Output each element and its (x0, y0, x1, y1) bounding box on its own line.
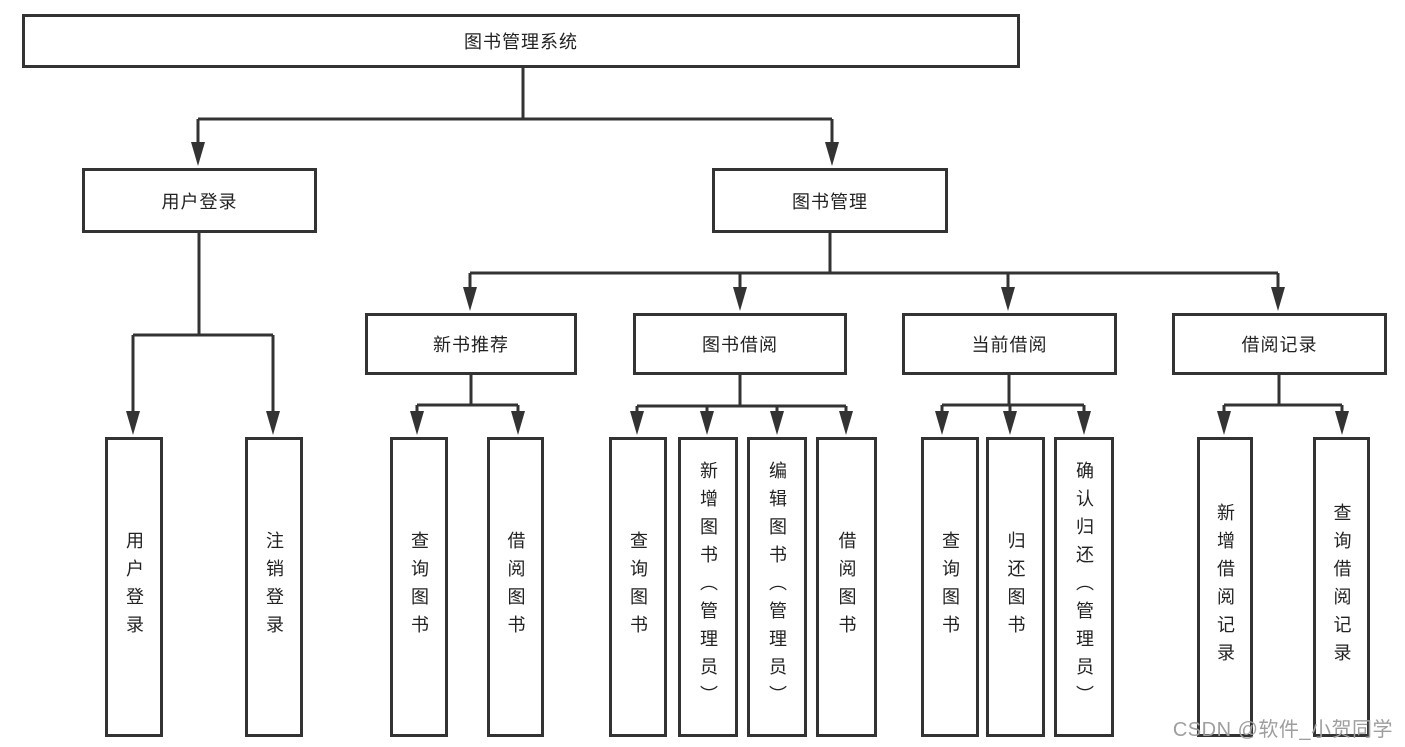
arrowhead (266, 411, 280, 435)
leaf-label: 注销登录 (264, 531, 284, 643)
leaf-add-borrow-record: 新增借阅记录 (1197, 437, 1253, 737)
arrowhead (1077, 411, 1091, 435)
arrowhead (700, 411, 714, 435)
leaf-label: 用户登录 (124, 531, 144, 643)
node-book-management: 图书管理 (712, 168, 948, 233)
arrowhead (463, 287, 477, 311)
arrowhead (1335, 411, 1349, 435)
node-user-login: 用户登录 (82, 168, 317, 233)
node-borrow-records: 借阅记录 (1172, 313, 1387, 375)
arrowhead (1001, 287, 1015, 311)
node-new-book-recommend: 新书推荐 (365, 313, 577, 375)
leaf-query-books-recommend: 查询图书 (390, 437, 448, 737)
leaf-logout-login: 注销登录 (245, 437, 303, 737)
leaf-label: 借阅图书 (505, 531, 526, 643)
arrowhead (191, 142, 205, 166)
arrowhead (839, 411, 853, 435)
leaf-label: 新增图书（管理员） (698, 461, 718, 713)
leaf-label: 查询图书 (940, 531, 960, 643)
leaf-borrow-books-recommend: 借阅图书 (487, 437, 544, 737)
connector-bookborrow-to-leaves (635, 375, 848, 415)
arrowhead (511, 411, 525, 435)
node-label: 新书推荐 (433, 335, 509, 355)
leaf-edit-books-admin: 编辑图书（管理员） (747, 437, 807, 737)
node-current-borrow: 当前借阅 (902, 313, 1117, 375)
leaf-confirm-return-admin: 确认归还（管理员） (1054, 437, 1114, 737)
leaf-user-login: 用户登录 (105, 437, 163, 737)
node-label: 借阅记录 (1241, 335, 1318, 355)
leaf-label: 借阅图书 (836, 531, 857, 643)
leaf-label: 查询图书 (409, 531, 429, 643)
csdn-watermark: CSDN @软件_小贺同学 (1172, 719, 1393, 741)
arrowhead (410, 411, 424, 435)
arrowhead (126, 411, 140, 435)
arrowhead (733, 287, 747, 311)
arrowheads (126, 142, 1349, 435)
connector-userlogin-to-leaves (131, 233, 275, 415)
node-label: 用户登录 (161, 191, 238, 212)
arrowhead (935, 411, 949, 435)
arrowhead (825, 142, 839, 166)
arrowhead (1217, 411, 1231, 435)
connector-borrowrecords-to-leaves (1222, 375, 1344, 415)
leaf-label: 确认归还（管理员） (1074, 461, 1094, 713)
connector-currentborrow-to-leaves (940, 375, 1086, 415)
leaf-label: 归还图书 (1005, 531, 1026, 643)
node-book-borrow: 图书借阅 (633, 313, 847, 375)
node-book-management-system: 图书管理系统 (22, 14, 1020, 68)
node-label: 图书管理系统 (464, 32, 578, 52)
node-label: 当前借阅 (971, 335, 1048, 355)
leaf-label: 编辑图书（管理员） (767, 461, 787, 713)
leaf-return-books: 归还图书 (986, 437, 1045, 737)
leaf-label: 新增借阅记录 (1215, 503, 1235, 671)
leaf-label: 查询图书 (628, 531, 648, 643)
leaf-borrow-books: 借阅图书 (816, 437, 877, 737)
leaf-add-books-admin: 新增图书（管理员） (678, 437, 738, 737)
leaf-query-books-current: 查询图书 (921, 437, 979, 737)
leaf-label: 查询借阅记录 (1331, 503, 1352, 671)
node-label: 图书管理 (792, 191, 868, 212)
arrowhead (1003, 411, 1017, 435)
leaf-query-books-borrow: 查询图书 (609, 437, 667, 737)
arrowhead (630, 411, 644, 435)
arrowhead (1271, 287, 1285, 311)
connector-newbookrec-to-leaves (415, 375, 520, 415)
node-label: 图书借阅 (702, 335, 778, 355)
leaf-query-borrow-record: 查询借阅记录 (1313, 437, 1370, 737)
connector-root-to-level2 (196, 68, 834, 146)
connector-bookmgmt-to-level3 (468, 233, 1280, 291)
arrowhead (770, 411, 784, 435)
